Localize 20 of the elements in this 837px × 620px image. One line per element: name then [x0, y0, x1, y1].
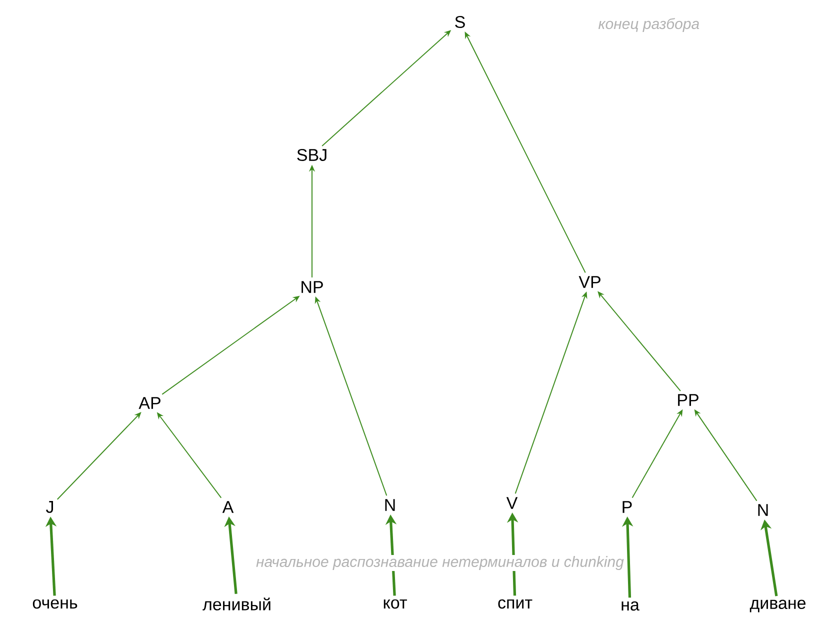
category-label: J	[46, 501, 53, 513]
category-label: PP	[678, 394, 698, 406]
category-label: S	[455, 16, 465, 28]
category-label: N	[385, 499, 395, 511]
word-label: на	[622, 601, 640, 611]
category-label: AP	[138, 397, 160, 409]
category-label: N	[758, 504, 768, 516]
category-label: VP	[578, 276, 600, 288]
note-text: начальное распознавание нетерминалов и chunking	[255, 555, 625, 571]
word-label: ленивый	[202, 598, 270, 610]
word-label: спит	[498, 599, 532, 609]
category-label: A	[222, 501, 234, 513]
word-label: кот	[384, 599, 407, 609]
category-label: P	[622, 501, 632, 513]
word-label: очень	[32, 599, 78, 609]
category-label: SBJ	[297, 148, 326, 162]
category-label: NP	[302, 281, 323, 293]
word-label: диване	[750, 600, 806, 612]
note-text: конец разбора	[597, 16, 701, 34]
category-label: V	[506, 497, 518, 509]
